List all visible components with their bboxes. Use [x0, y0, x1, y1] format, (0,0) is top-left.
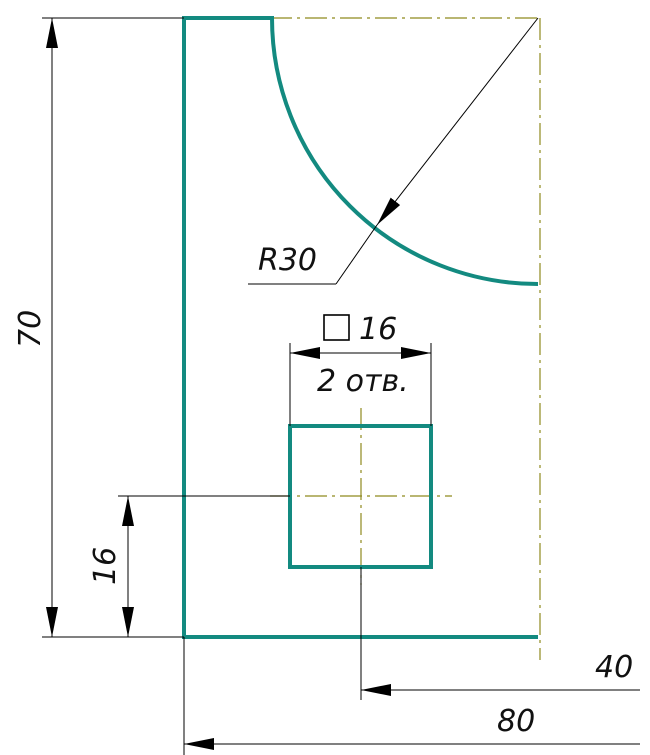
height-70-label: 70	[13, 310, 48, 348]
outer-outline	[182, 16, 539, 639]
dimension-lines	[42, 17, 640, 755]
hole-count-label: 2 отв.	[317, 364, 409, 399]
offset-40-label: 40	[595, 650, 633, 685]
radius-label: R30	[258, 243, 317, 278]
square-symbol-icon	[323, 314, 350, 341]
width-80-label: 80	[497, 704, 535, 739]
centerlines	[270, 17, 541, 660]
radius-leader-line	[376, 17, 539, 226]
hole-size-label: 16	[359, 312, 397, 347]
radius-leader-extension	[335, 224, 378, 285]
hole-offset-16-label: 16	[88, 547, 123, 585]
